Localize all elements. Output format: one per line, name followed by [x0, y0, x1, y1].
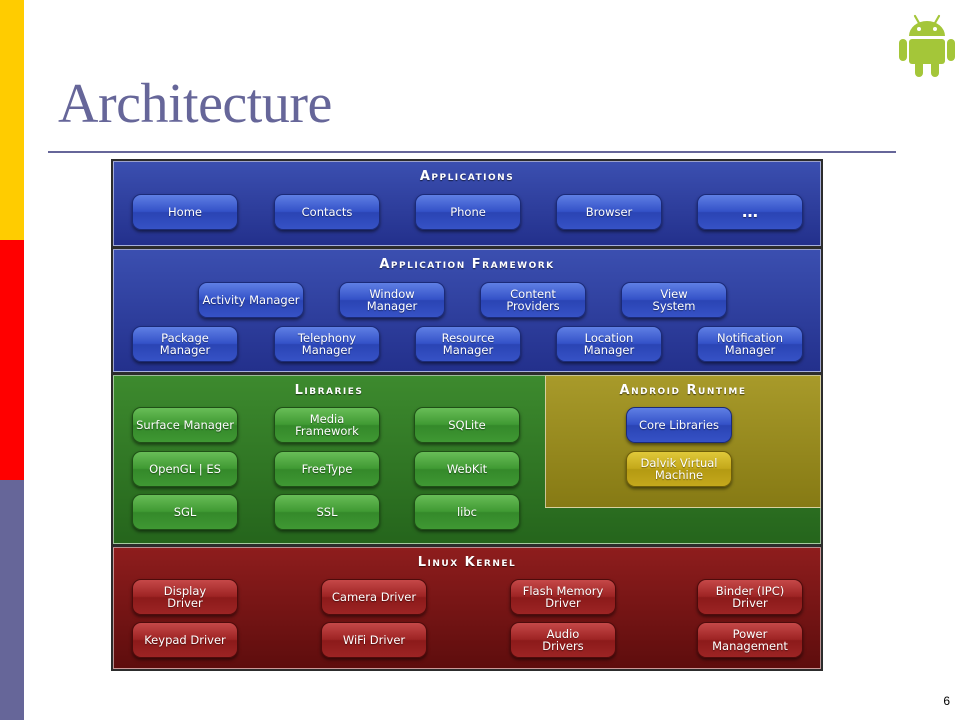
libc: libc: [414, 494, 520, 530]
keypad-driver: Keypad Driver: [132, 622, 238, 658]
framework-layer: Application Framework Activity Manager W…: [113, 249, 821, 372]
core-libraries: Core Libraries: [626, 407, 732, 443]
location-manager: Location Manager: [556, 326, 662, 362]
camera-driver: Camera Driver: [321, 579, 427, 615]
content-providers: Content Providers: [480, 282, 586, 318]
window-manager: Window Manager: [339, 282, 445, 318]
slide-title: Architecture: [58, 73, 332, 135]
sgl: SGL: [132, 494, 238, 530]
title-divider: [48, 151, 896, 153]
app-contacts: Contacts: [274, 194, 380, 230]
freetype: FreeType: [274, 451, 380, 487]
telephony-manager: Telephony Manager: [274, 326, 380, 362]
flash-memory-driver: Flash Memory Driver: [510, 579, 616, 615]
media-framework: Media Framework: [274, 407, 380, 443]
kernel-layer-title: Linux Kernel: [417, 555, 517, 570]
app-home: Home: [132, 194, 238, 230]
runtime-layer-title: Android Runtime: [619, 383, 747, 398]
side-bar-yellow: [0, 0, 24, 240]
sqlite: SQLite: [414, 407, 520, 443]
wifi-driver: WiFi Driver: [321, 622, 427, 658]
activity-manager: Activity Manager: [198, 282, 304, 318]
webkit: WebKit: [414, 451, 520, 487]
android-robot-icon: [899, 14, 955, 77]
kernel-layer: Linux Kernel Display Driver Camera Drive…: [113, 547, 821, 669]
app-more: …: [697, 194, 803, 230]
view-system: View System: [621, 282, 727, 318]
resource-manager: Resource Manager: [415, 326, 521, 362]
ssl: SSL: [274, 494, 380, 530]
libraries-layer-title: Libraries: [294, 383, 364, 398]
package-manager: Package Manager: [132, 326, 238, 362]
dalvik-virtual-machine: Dalvik Virtual Machine: [626, 451, 732, 487]
architecture-diagram: Applications Home Contacts Phone Browser…: [111, 159, 823, 671]
side-bar-red: [0, 240, 24, 480]
runtime-layer: Android Runtime Core Libraries Dalvik Vi…: [545, 375, 821, 508]
surface-manager: Surface Manager: [132, 407, 238, 443]
side-bar-purple: [0, 480, 24, 720]
framework-layer-title: Application Framework: [379, 257, 555, 272]
app-browser: Browser: [556, 194, 662, 230]
notification-manager: Notification Manager: [697, 326, 803, 362]
page-number: 6: [943, 694, 950, 708]
app-phone: Phone: [415, 194, 521, 230]
opengl-es: OpenGL | ES: [132, 451, 238, 487]
display-driver: Display Driver: [132, 579, 238, 615]
audio-drivers: Audio Drivers: [510, 622, 616, 658]
applications-layer-title: Applications: [419, 169, 515, 184]
applications-layer: Applications Home Contacts Phone Browser…: [113, 161, 821, 246]
binder-ipc-driver: Binder (IPC) Driver: [697, 579, 803, 615]
power-management: Power Management: [697, 622, 803, 658]
